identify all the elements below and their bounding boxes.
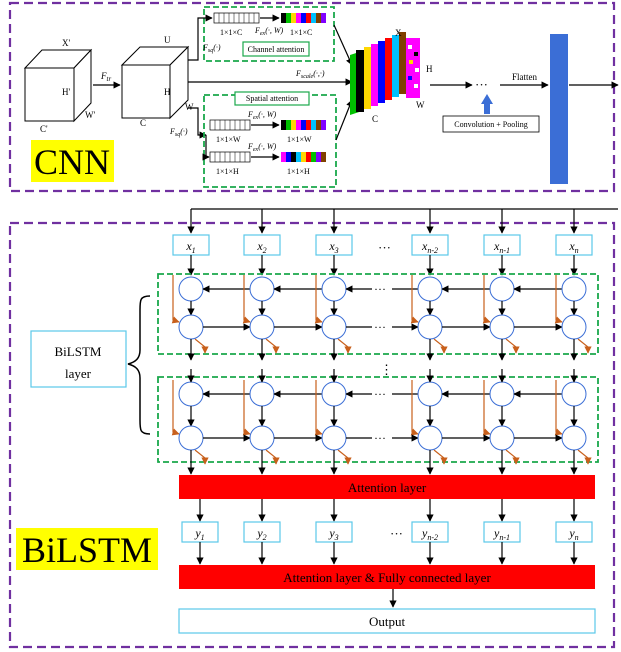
spatial-row1-out-label: 1×1×W — [287, 135, 312, 144]
attention-layer-label: Attention layer — [348, 480, 427, 495]
cube1-top-label: X' — [62, 38, 70, 48]
lstm-cell — [562, 382, 586, 406]
cube2-width-label: W — [185, 102, 194, 112]
channel-shape-in: 1×1×C — [220, 28, 242, 37]
lstm-cell — [418, 315, 442, 339]
cube2-top-label: U — [164, 35, 171, 45]
cells-ellipsis: ··· — [374, 431, 386, 445]
f-scale-label: Fscale(·,·) — [295, 69, 325, 80]
lstm-cell — [418, 382, 442, 406]
cells-ellipsis: ··· — [374, 282, 386, 296]
cube2-height-label: H — [164, 87, 171, 97]
lstm-cell — [250, 277, 274, 301]
lstm-cell — [562, 315, 586, 339]
spatial-row2-out — [281, 152, 326, 162]
recalibrated-feature-block: X H W C — [350, 28, 433, 124]
lstm-cell — [562, 277, 586, 301]
lstm-cell — [179, 426, 203, 450]
spatial-row2-out-label: 1×1×H — [287, 167, 310, 176]
output-label: Output — [369, 614, 406, 629]
cube1-depth-label: C' — [40, 124, 48, 134]
cube1-width-label: W' — [85, 110, 95, 120]
lstm-cell — [418, 426, 442, 450]
lstm-cell — [490, 426, 514, 450]
top-bus-drops — [191, 209, 574, 233]
channel-attention-label: Channel attention — [248, 45, 305, 54]
input-cube: X' H' W' C' — [25, 38, 95, 134]
lstm-cell — [179, 277, 203, 301]
block-top-label: X — [395, 28, 402, 38]
cube2-depth-label: C — [140, 118, 146, 128]
spatial-row1-out — [281, 120, 326, 130]
outputs-ellipsis: ··· — [390, 526, 403, 541]
feature-cube: U H W C — [122, 35, 194, 128]
lstm-cell — [322, 426, 346, 450]
lstm-cell — [418, 277, 442, 301]
block-height-label: H — [426, 64, 433, 74]
bilstm-brace — [128, 296, 150, 434]
spatial-row1-f-ex: Fex(·, W) — [247, 110, 277, 121]
dense-layer-bar — [550, 34, 568, 184]
f-tr-label: Ftr — [100, 71, 111, 83]
lstm-cell — [490, 277, 514, 301]
lstm-cell — [490, 382, 514, 406]
cells-ellipsis: ··· — [374, 387, 386, 401]
channel-out-vector — [281, 13, 326, 23]
flatten-label: Flatten — [512, 72, 537, 82]
spatial-row2-in — [210, 152, 250, 162]
spatial-attention-label: Spatial attention — [246, 94, 298, 103]
lstm-cell — [322, 277, 346, 301]
spatial-f-sq: Fsq(·) — [169, 127, 188, 138]
block-depth-label: C — [372, 114, 378, 124]
between-blocks-ellipsis: ⋮ — [380, 362, 393, 377]
lstm-cell — [562, 426, 586, 450]
spatial-row2-f-ex: Fex(·, W) — [247, 142, 277, 153]
channel-f-ex: Fex(·, W) — [254, 26, 284, 37]
spatial-row2-in-label: 1×1×H — [216, 167, 239, 176]
cnn-ellipsis: ··· — [475, 77, 488, 92]
channel-shape-out: 1×1×C — [290, 28, 312, 37]
lstm-cell — [250, 315, 274, 339]
lstm-cell — [179, 315, 203, 339]
cube1-height-label: H' — [62, 87, 70, 97]
conv-pool-label: Convolution + Pooling — [454, 120, 527, 129]
spatial-row1-in — [210, 120, 250, 130]
conv-pool-arrow — [481, 94, 493, 114]
bilstm-label: BiLSTM — [22, 530, 152, 570]
block-width-label: W — [416, 100, 425, 110]
channel-in-vector — [214, 13, 259, 23]
lstm-cell — [179, 382, 203, 406]
channel-f-sq: Fsq(·) — [202, 43, 221, 54]
attention-fc-layer-label: Attention layer & Fully connected layer — [283, 570, 491, 585]
lstm-cell — [322, 382, 346, 406]
cnn-label: CNN — [34, 142, 110, 182]
inputs-ellipsis: ··· — [378, 240, 391, 255]
lstm-cell — [490, 315, 514, 339]
lstm-cell — [250, 426, 274, 450]
spatial-row1-in-label: 1×1×W — [216, 135, 241, 144]
lstm-cell — [250, 382, 274, 406]
cells-ellipsis: ··· — [374, 320, 386, 334]
lstm-cell — [322, 315, 346, 339]
